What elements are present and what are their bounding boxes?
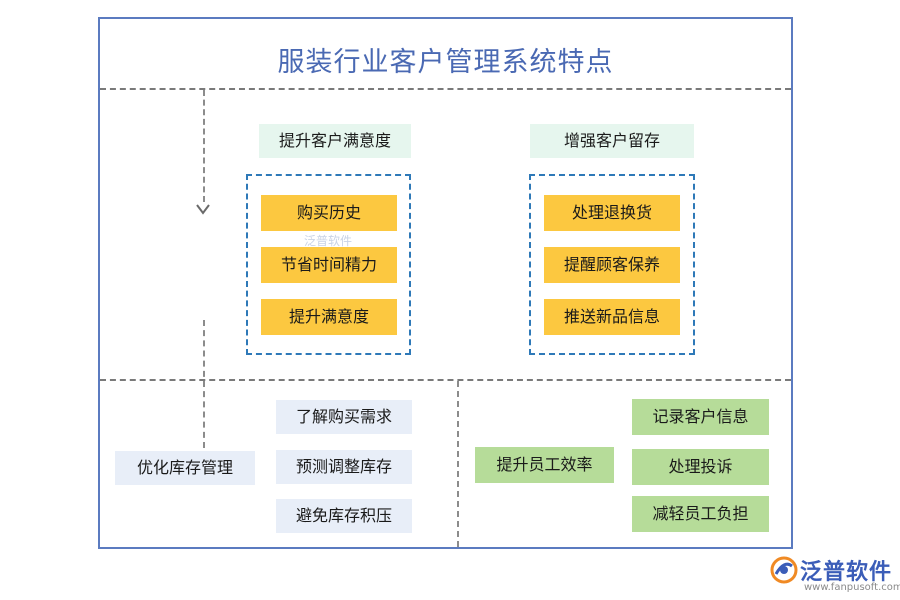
middle-divider	[100, 379, 791, 381]
item-handle-complaints: 处理投诉	[632, 449, 769, 485]
item-avoid-overstock: 避免库存积压	[276, 499, 412, 533]
label-inventory: 优化库存管理	[115, 451, 255, 485]
left-flow-line-top	[203, 90, 205, 202]
logo-name: 泛普软件	[800, 560, 893, 585]
item-purchase-history: 购买历史	[261, 195, 397, 231]
top-divider	[100, 88, 791, 90]
watermark-text: 泛普软件	[304, 234, 353, 248]
item-record-info: 记录客户信息	[632, 399, 769, 435]
bottom-divider-vertical	[457, 381, 459, 547]
fanpu-logo-icon	[770, 556, 798, 584]
item-forecast-inventory: 预测调整库存	[276, 450, 412, 484]
left-flow-line-bottom	[203, 320, 205, 448]
label-efficiency: 提升员工效率	[475, 447, 614, 483]
brand-logo: 泛普软件 www.fanpusoft.com	[770, 552, 900, 598]
header-satisfaction: 提升客户满意度	[259, 124, 411, 158]
group-satisfaction	[246, 174, 411, 355]
diagram-title: 服装行业客户管理系统特点	[277, 47, 614, 78]
item-reduce-burden: 减轻员工负担	[632, 496, 769, 532]
item-save-time: 节省时间精力	[261, 247, 397, 283]
group-retention	[529, 174, 695, 355]
item-care-reminder: 提醒顾客保养	[544, 247, 680, 283]
diagram-frame	[98, 17, 793, 549]
item-returns: 处理退换货	[544, 195, 680, 231]
item-new-products: 推送新品信息	[544, 299, 680, 335]
header-retention: 增强客户留存	[530, 124, 694, 158]
item-understand-demand: 了解购买需求	[276, 400, 412, 434]
logo-url: www.fanpusoft.com	[804, 582, 900, 593]
down-arrow-icon	[196, 204, 210, 215]
item-improve-satisfaction: 提升满意度	[261, 299, 397, 335]
